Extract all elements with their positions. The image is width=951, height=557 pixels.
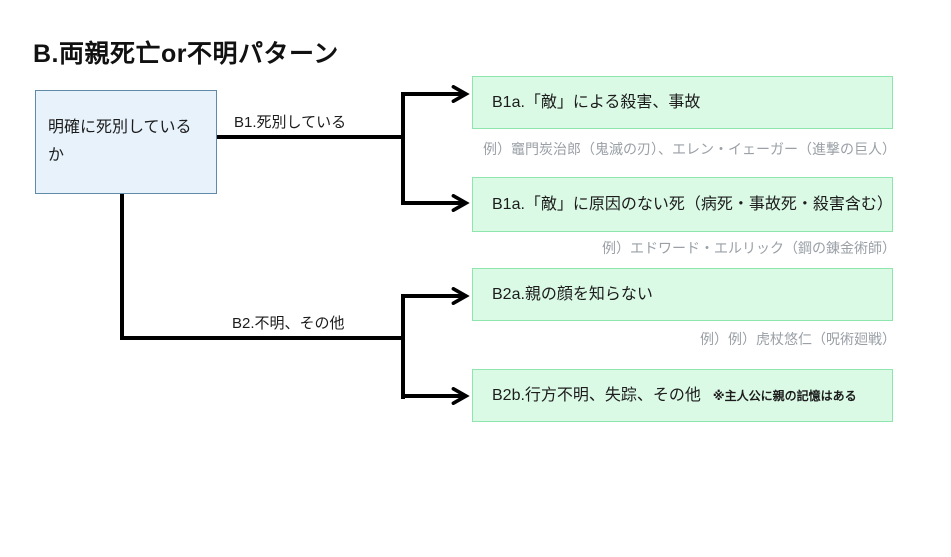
- example-caption-b1a-natural: 例）エドワード・エルリック（鋼の錬金術師）: [602, 240, 896, 256]
- leaf-label: B2a.親の顔を知らない: [492, 286, 653, 303]
- leaf-node-b1a-natural: B1a.「敵」に原因のない死（病死・事故死・殺害含む）: [472, 177, 893, 232]
- leaf-node-b1a-enemy: B1a.「敵」による殺害、事故: [472, 76, 893, 129]
- leaf-node-b2b-missing: B2b.行方不明、失踪、その他 ※主人公に親の記憶はある: [472, 369, 893, 422]
- leaf-label: B1a.「敵」による殺害、事故: [492, 94, 701, 111]
- page-title: B.両親死亡or不明パターン: [33, 40, 339, 68]
- root-node-label: 明確に死別しているか: [48, 119, 192, 164]
- root-decision-node: 明確に死別しているか: [35, 90, 217, 194]
- leaf-label: B2b.行方不明、失踪、その他: [492, 387, 701, 404]
- example-caption-b1a-enemy: 例）竈門炭治郎（鬼滅の刃）、エレン・イェーガー（進撃の巨人）: [483, 141, 896, 157]
- leaf-label: B1a.「敵」に原因のない死（病死・事故死・殺害含む）: [492, 196, 893, 213]
- branch-label-b2: B2.不明、その他: [232, 315, 345, 332]
- branch-label-b1: B1.死別している: [234, 114, 347, 131]
- example-caption-b2a: 例）例）虎杖悠仁（呪術廻戦）: [700, 331, 896, 347]
- leaf-note: ※主人公に親の記憶はある: [712, 389, 857, 403]
- leaf-node-b2a-unknown-face: B2a.親の顔を知らない: [472, 268, 893, 321]
